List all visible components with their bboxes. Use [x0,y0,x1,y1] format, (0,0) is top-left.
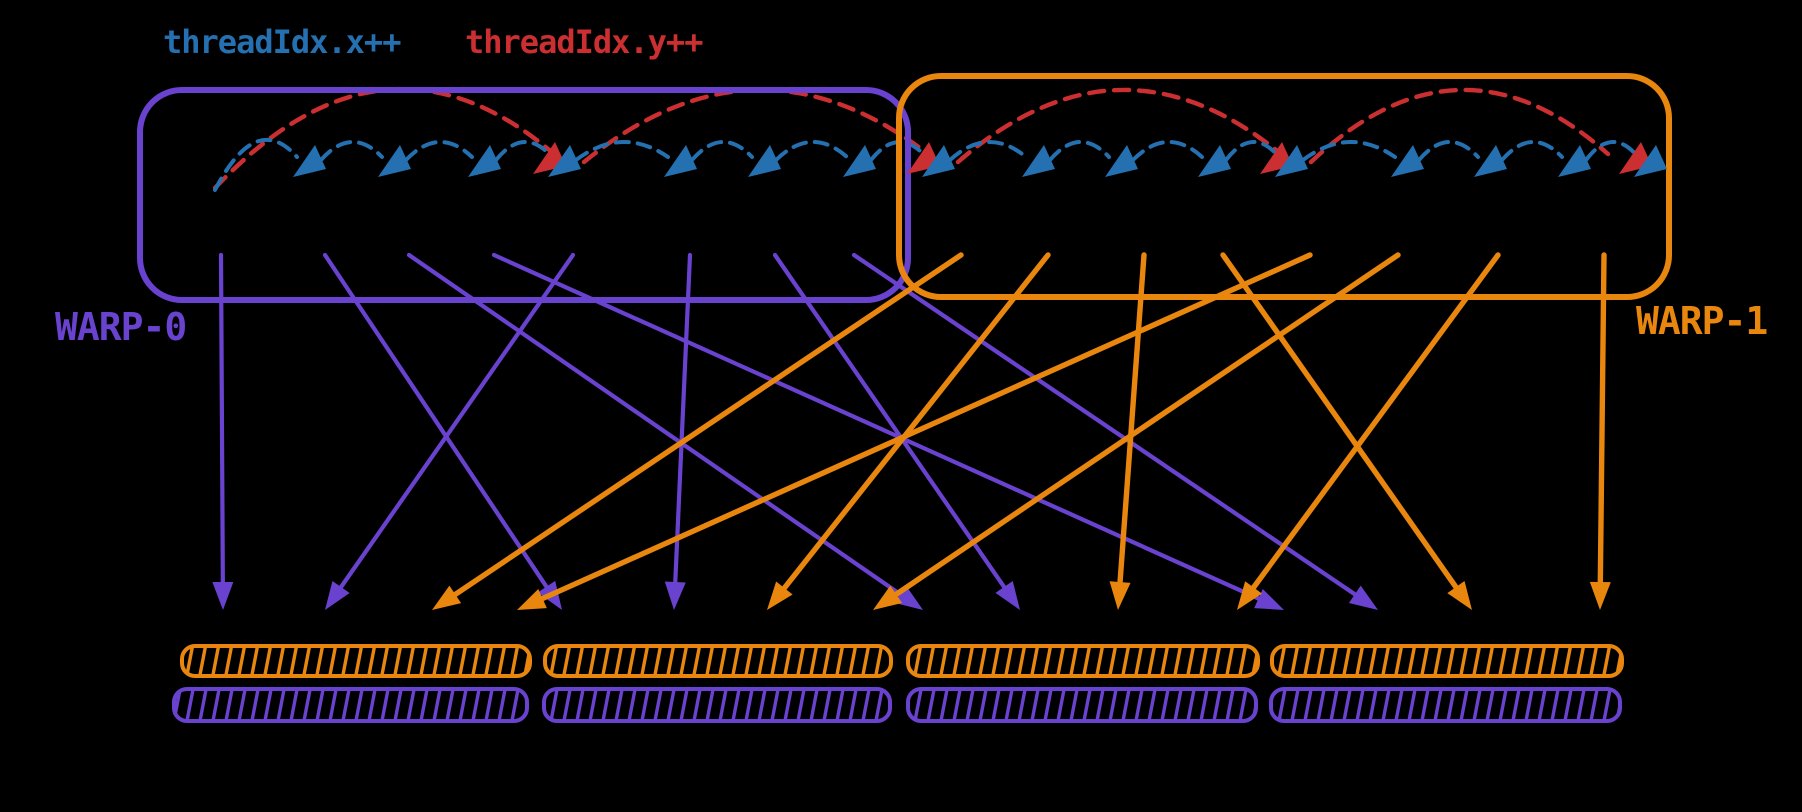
mapping-arrow-warp-1 [1237,252,1501,610]
mapping-arrow-warp-0 [406,252,923,610]
mapping-arrowhead [1254,588,1284,610]
warp-1-label: WARP-1 [1636,299,1767,343]
mapping-arrow-warp-0 [325,252,576,610]
mapping-arrowhead [1348,585,1378,610]
thread-arrowhead [1198,145,1231,177]
memory-segment-bar-orange [906,644,1260,678]
mapping-arrowhead [995,580,1020,610]
warp-0-label: WARP-0 [55,305,186,349]
threadidx-x-label: threadIdx.x++ [163,23,401,61]
thread-arrowhead [1275,145,1308,177]
thread-arrowhead [843,145,876,177]
mapping-arrow-warp-1 [1220,252,1472,610]
mapping-arrow-warp-1 [767,252,1051,610]
thread-arrowhead [922,145,955,177]
thread-arrowhead [1391,145,1424,177]
mapping-arrowhead [1237,581,1263,610]
mapping-arrowhead [1109,581,1131,610]
mapping-arrowhead [767,581,793,610]
mapping-arrow-layer [212,252,1611,610]
mapping-arrowhead [893,585,923,610]
thread-arrowhead [378,145,411,177]
mapping-arrow-warp-0 [491,252,1284,610]
mapping-arrow-warp-1 [517,252,1313,610]
mapping-arrowhead [517,588,547,610]
thread-arrowhead [293,145,326,177]
mapping-arrow-warp-0 [851,252,1378,610]
thread-arrowhead [1474,145,1507,177]
mapping-arrow-warp-0 [772,252,1020,610]
thread-arrowhead [1558,145,1591,177]
mapping-arrow-warp-1 [1589,252,1611,610]
mapping-arrowhead [1589,581,1611,610]
mapping-arrowhead [432,585,462,610]
mapping-arrow-warp-1 [873,252,1401,610]
threadidx-y-label: threadIdx.y++ [465,23,703,61]
memory-segment-bar-purple [542,687,892,723]
mapping-arrow-warp-1 [1109,252,1147,610]
thread-arrowhead [468,145,501,177]
thread-arrowhead [1022,145,1055,177]
thread-arrowhead-layer [293,142,1667,177]
mapping-arrowhead [325,581,350,610]
thread-arrowhead [548,145,581,177]
mapping-arrowhead [873,585,903,610]
memory-segment-bar-orange [180,644,532,678]
mapping-arrowhead [1447,581,1472,610]
mapping-arrowhead [212,581,234,610]
thread-arrowhead [1634,145,1667,177]
mapping-arrowhead [664,581,686,610]
mapping-arrow-warp-0 [212,252,234,610]
memory-segment-bar-purple [906,687,1258,723]
thread-arrowhead [1105,145,1138,177]
mapping-arrow-warp-1 [432,252,964,610]
thread-arrowhead [664,145,697,177]
warp-box-layer [137,73,1672,303]
memory-segment-bar-orange [1270,644,1624,678]
memory-bar-layer [172,644,1624,723]
memory-segment-bar-orange [543,644,893,678]
warp-1-box [896,73,1672,300]
memory-segment-bar-purple [172,687,529,723]
memory-segment-bar-purple [1269,687,1622,723]
thread-arrowhead [748,145,781,177]
warp-0-box [137,87,911,303]
